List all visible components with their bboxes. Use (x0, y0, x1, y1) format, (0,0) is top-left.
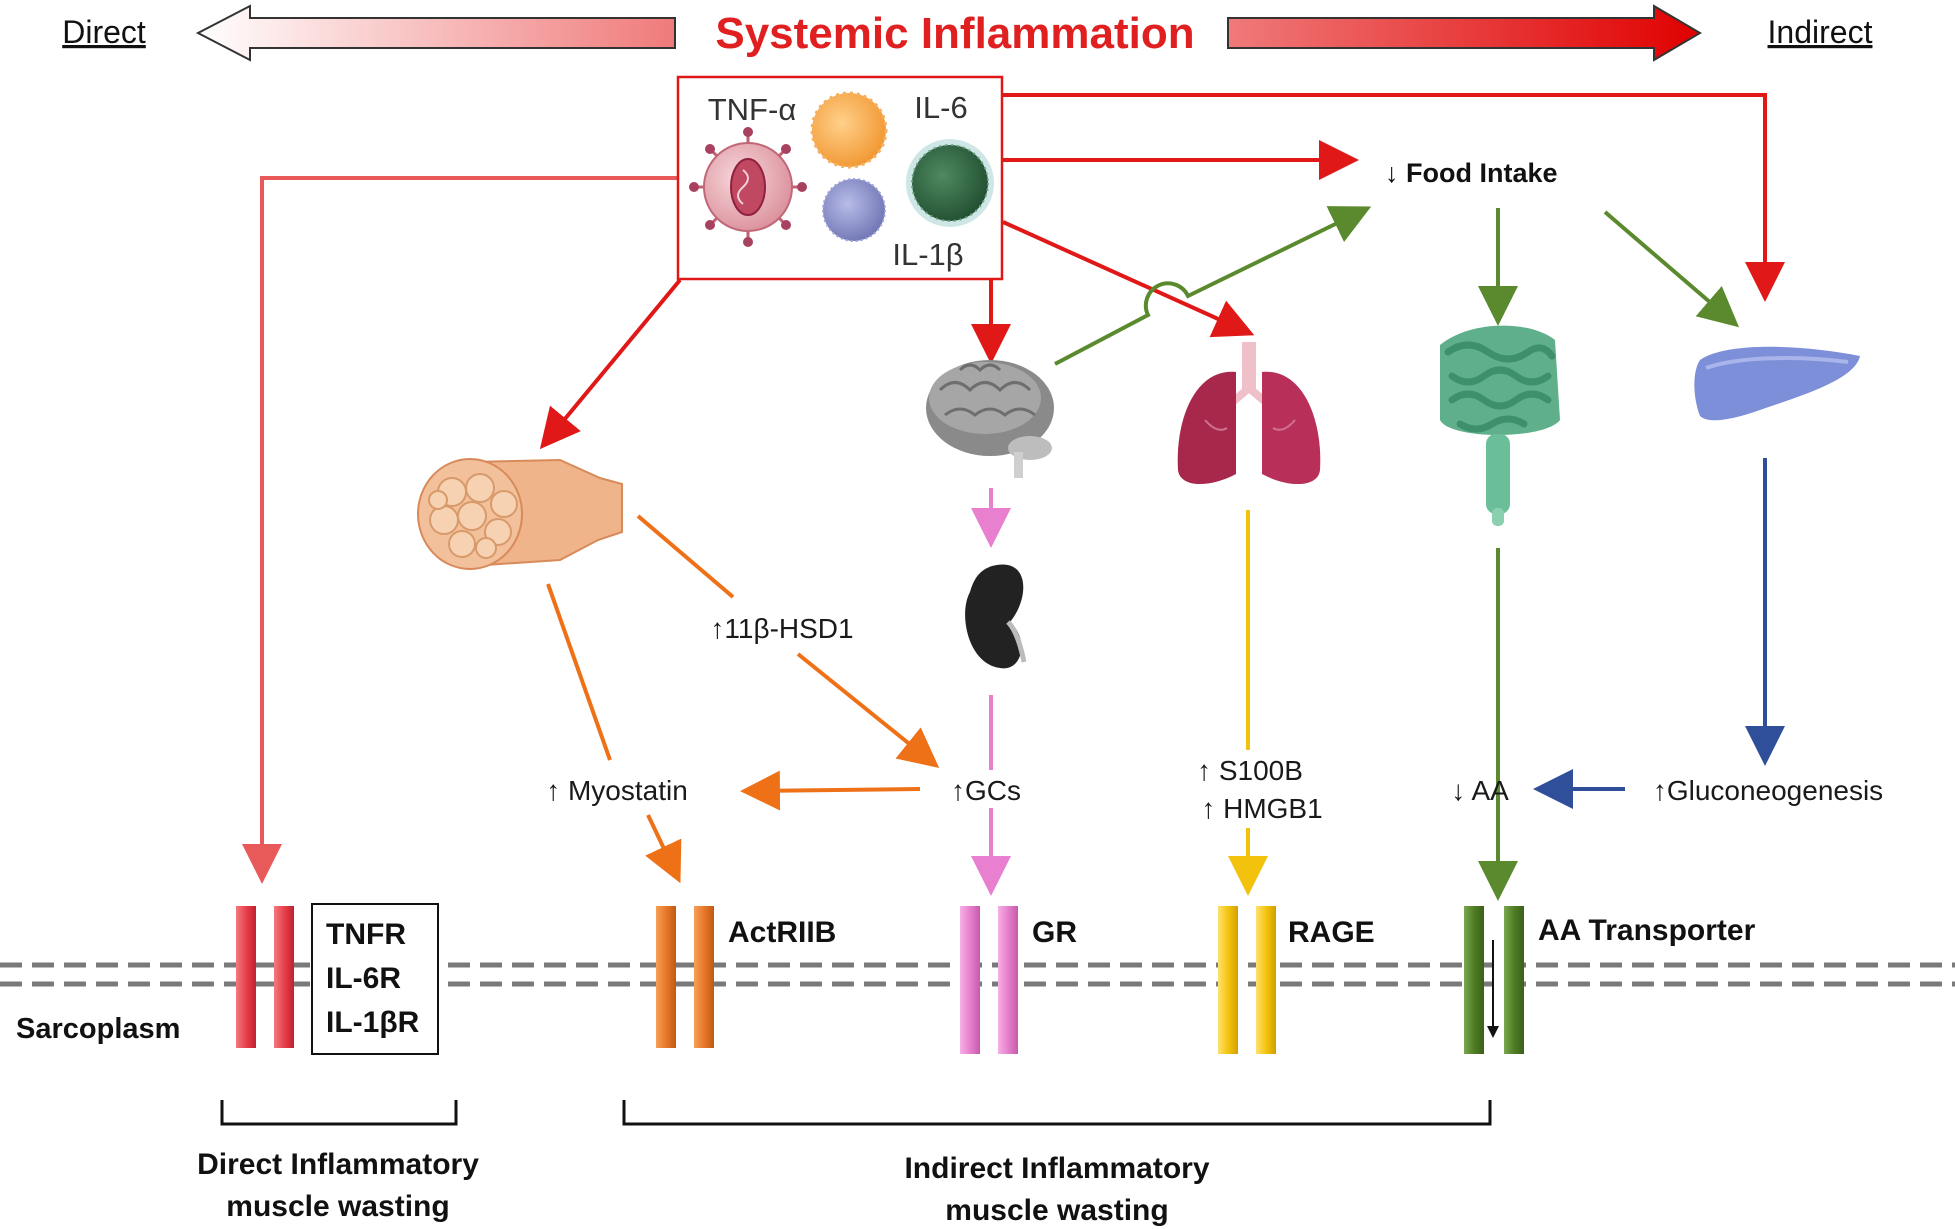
indirect-wasting-line2: muscle wasting (945, 1194, 1168, 1227)
myostatin-label: ↑ Myostatin (546, 775, 688, 806)
direct-label: Direct (62, 14, 146, 50)
sarcoplasm-label: Sarcoplasm (16, 1013, 180, 1045)
receptor-gr: GR (960, 906, 1077, 1054)
direct-receptor-label-box (311, 903, 439, 1055)
arrow-cytokines-to-muscle (539, 278, 682, 450)
il6-particle-icon (810, 91, 888, 169)
direct-wasting-line2: muscle wasting (226, 1190, 449, 1223)
arrow-cytokines-to-lungs (1002, 220, 1255, 338)
il6-label: IL-6 (914, 90, 967, 125)
green-particle-icon (906, 139, 994, 227)
il6r-label: IL-6R (326, 962, 401, 995)
hsd1-label: ↑11β-HSD1 (710, 613, 853, 644)
hmgb1-label: ↑ HMGB1 (1201, 793, 1322, 824)
indirect-arrow (1227, 4, 1702, 62)
arrow-gcs-to-myostatin (740, 770, 921, 811)
actriib-label: ActRIIB (728, 916, 836, 949)
il1b-particle-icon (822, 178, 886, 242)
indirect-label: Indirect (1768, 14, 1873, 50)
page-title: Systemic Inflammation (715, 9, 1194, 58)
food-intake-label: ↓ Food Intake (1385, 158, 1558, 188)
direct-arrow (195, 4, 676, 62)
arrow-hsd1-to-gcs (796, 652, 940, 769)
header: Direct Indirect Systemic Inflammation (62, 4, 1873, 62)
arrow-myostatin-to-actriib (645, 814, 682, 884)
labels: ↓ Food Intake ↑11β-HSD1 ↑ Myostatin ↑GCs… (546, 158, 1883, 824)
direct-bracket: Direct Inflammatory muscle wasting (197, 1100, 479, 1223)
lungs-icon (1177, 342, 1321, 485)
gluconeogenesis-label: ↑Gluconeogenesis (1653, 775, 1883, 806)
receptor-actriib: ActRIIB (656, 906, 836, 1048)
liver-icon (1694, 346, 1860, 421)
muscle-fiber-icon (417, 458, 623, 570)
receptor-direct: TNFR IL-6R IL-1βR (236, 903, 439, 1055)
gcs-label: ↑GCs (951, 775, 1021, 806)
il1br-label: IL-1βR (326, 1006, 420, 1039)
brain-icon (926, 360, 1054, 478)
rage-label: RAGE (1288, 916, 1375, 949)
tnf-virus-icon (689, 127, 807, 247)
indirect-wasting-line1: Indirect Inflammatory (904, 1152, 1209, 1185)
direct-wasting-line1: Direct Inflammatory (197, 1148, 479, 1181)
gr-label: GR (1032, 916, 1077, 949)
receptor-rage: RAGE (1218, 906, 1375, 1054)
arrow-muscle-to-myostatin (546, 583, 612, 761)
cytokine-box: TNF-α IL-6 IL-1β (676, 75, 1004, 281)
arrow-cytokines-to-liver (1003, 93, 1785, 302)
indirect-bracket: Indirect Inflammatory muscle wasting (622, 1100, 1492, 1227)
s100b-label: ↑ S100B (1197, 755, 1303, 786)
receptor-aa-transporter: AA Transporter (1464, 906, 1756, 1054)
arrow-brain-to-food-intake (1054, 206, 1372, 366)
il1b-label: IL-1β (892, 237, 963, 272)
arrow-food-to-liver (1603, 210, 1740, 328)
arrows (242, 93, 1785, 901)
tnfr-label: TNFR (326, 918, 406, 951)
tnf-alpha-label: TNF-α (708, 92, 797, 127)
kidney-icon (965, 564, 1027, 669)
intestine-icon (1440, 325, 1560, 526)
aa-transporter-label: AA Transporter (1538, 914, 1756, 947)
aa-label: ↓ AA (1451, 775, 1509, 806)
arrow-cytokines-to-tnfr (242, 176, 678, 884)
arrow-muscle-to-hsd1 (636, 514, 735, 599)
